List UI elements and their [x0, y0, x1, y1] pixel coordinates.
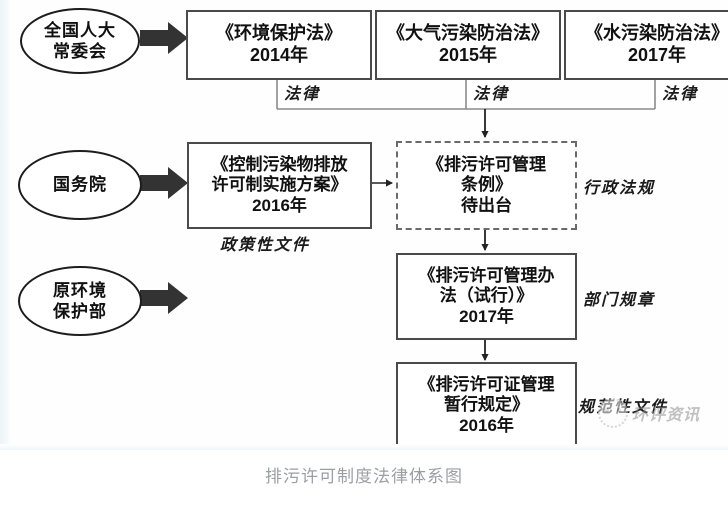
- actor-oval-mep: 原环境 保护部: [18, 266, 142, 336]
- actor-mep-line2: 保护部: [53, 302, 107, 321]
- doc-permit-measures-line1: 《排污许可管理办: [418, 265, 555, 285]
- doc-permit-regulation-line1: 《排污许可管理: [427, 154, 546, 174]
- left-edge-gradient: [0, 0, 11, 450]
- doc-air-pollution-law-line2: 2015年: [438, 45, 498, 65]
- doc-permit-plan-line2: 许可制实施方案》: [211, 175, 348, 195]
- bottom-edge-gradient: [0, 444, 728, 450]
- doc-box-permit-measures-trial: 《排污许可管理办 法（试行）》 2017年: [396, 253, 577, 340]
- diagram-image: 全国人大 常委会 国务院 原环境 保护部 《环境保护法》 2014年 《大气污: [0, 0, 728, 450]
- edge-label-law-1: 法律: [284, 84, 321, 103]
- law-tier-bus: [276, 76, 656, 110]
- figure-caption: 排污许可制度法律体系图: [265, 467, 463, 486]
- doc-box-air-pollution-law: 《大气污染防治法》 2015年: [375, 10, 561, 80]
- doc-permit-regulation-line2: 条例》: [461, 175, 512, 195]
- doc-env-protection-law-line1: 《环境保护法》: [216, 23, 342, 44]
- doc-box-permit-regulation: 《排污许可管理 条例》 待出台: [396, 141, 577, 230]
- doc-permit-provisions-line2: 暂行规定》: [444, 395, 529, 415]
- doc-env-protection-law-line2: 2014年: [249, 45, 309, 65]
- doc-box-permit-interim-provisions: 《排污许可证管理 暂行规定》 2016年: [396, 362, 577, 449]
- actor-npc-line1: 全国人大: [44, 20, 116, 40]
- tier-label-policy-document: 政策性文件: [220, 235, 311, 254]
- edge-label-law-3: 法律: [662, 84, 699, 103]
- tier-label-admin-regulation: 行政法规: [583, 178, 656, 197]
- tier-label-department-rule: 部门规章: [583, 290, 656, 309]
- doc-box-permit-implementation-plan: 《控制污染物排放 许可制实施方案》 2016年: [187, 142, 372, 229]
- doc-box-env-protection-law: 《环境保护法》 2014年: [186, 10, 372, 80]
- doc-water-pollution-law-line1: 《水污染防治法》: [585, 23, 728, 44]
- doc-permit-provisions-line3: 2016年: [459, 415, 514, 435]
- tier-label-normative-document: 规范性文件: [578, 397, 669, 416]
- doc-box-water-pollution-law: 《水污染防治法》 2017年: [564, 10, 728, 80]
- actor-oval-state-council: 国务院: [18, 150, 142, 220]
- block-arrow-mep: [140, 282, 188, 314]
- actor-npc-line2: 常委会: [53, 42, 107, 61]
- block-arrow-state-council: [140, 167, 188, 199]
- doc-permit-plan-line3: 2016年: [252, 195, 307, 215]
- actor-state-council-line1: 国务院: [53, 175, 107, 195]
- doc-air-pollution-law-line1: 《大气污染防治法》: [387, 23, 549, 44]
- edge-label-law-2: 法律: [473, 84, 510, 103]
- actor-mep-line1: 原环境: [53, 280, 107, 300]
- doc-permit-regulation-line3: 待出台: [461, 195, 512, 215]
- doc-water-pollution-law-line2: 2017年: [627, 45, 687, 65]
- doc-permit-measures-line2: 法（试行）》: [439, 286, 534, 306]
- actor-oval-npc: 全国人大 常委会: [20, 8, 140, 74]
- doc-permit-provisions-line1: 《排污许可证管理: [418, 374, 555, 394]
- doc-permit-measures-line3: 2017年: [459, 306, 514, 326]
- block-arrow-npc: [140, 22, 188, 54]
- doc-permit-plan-line1: 《控制污染物排放: [211, 154, 348, 174]
